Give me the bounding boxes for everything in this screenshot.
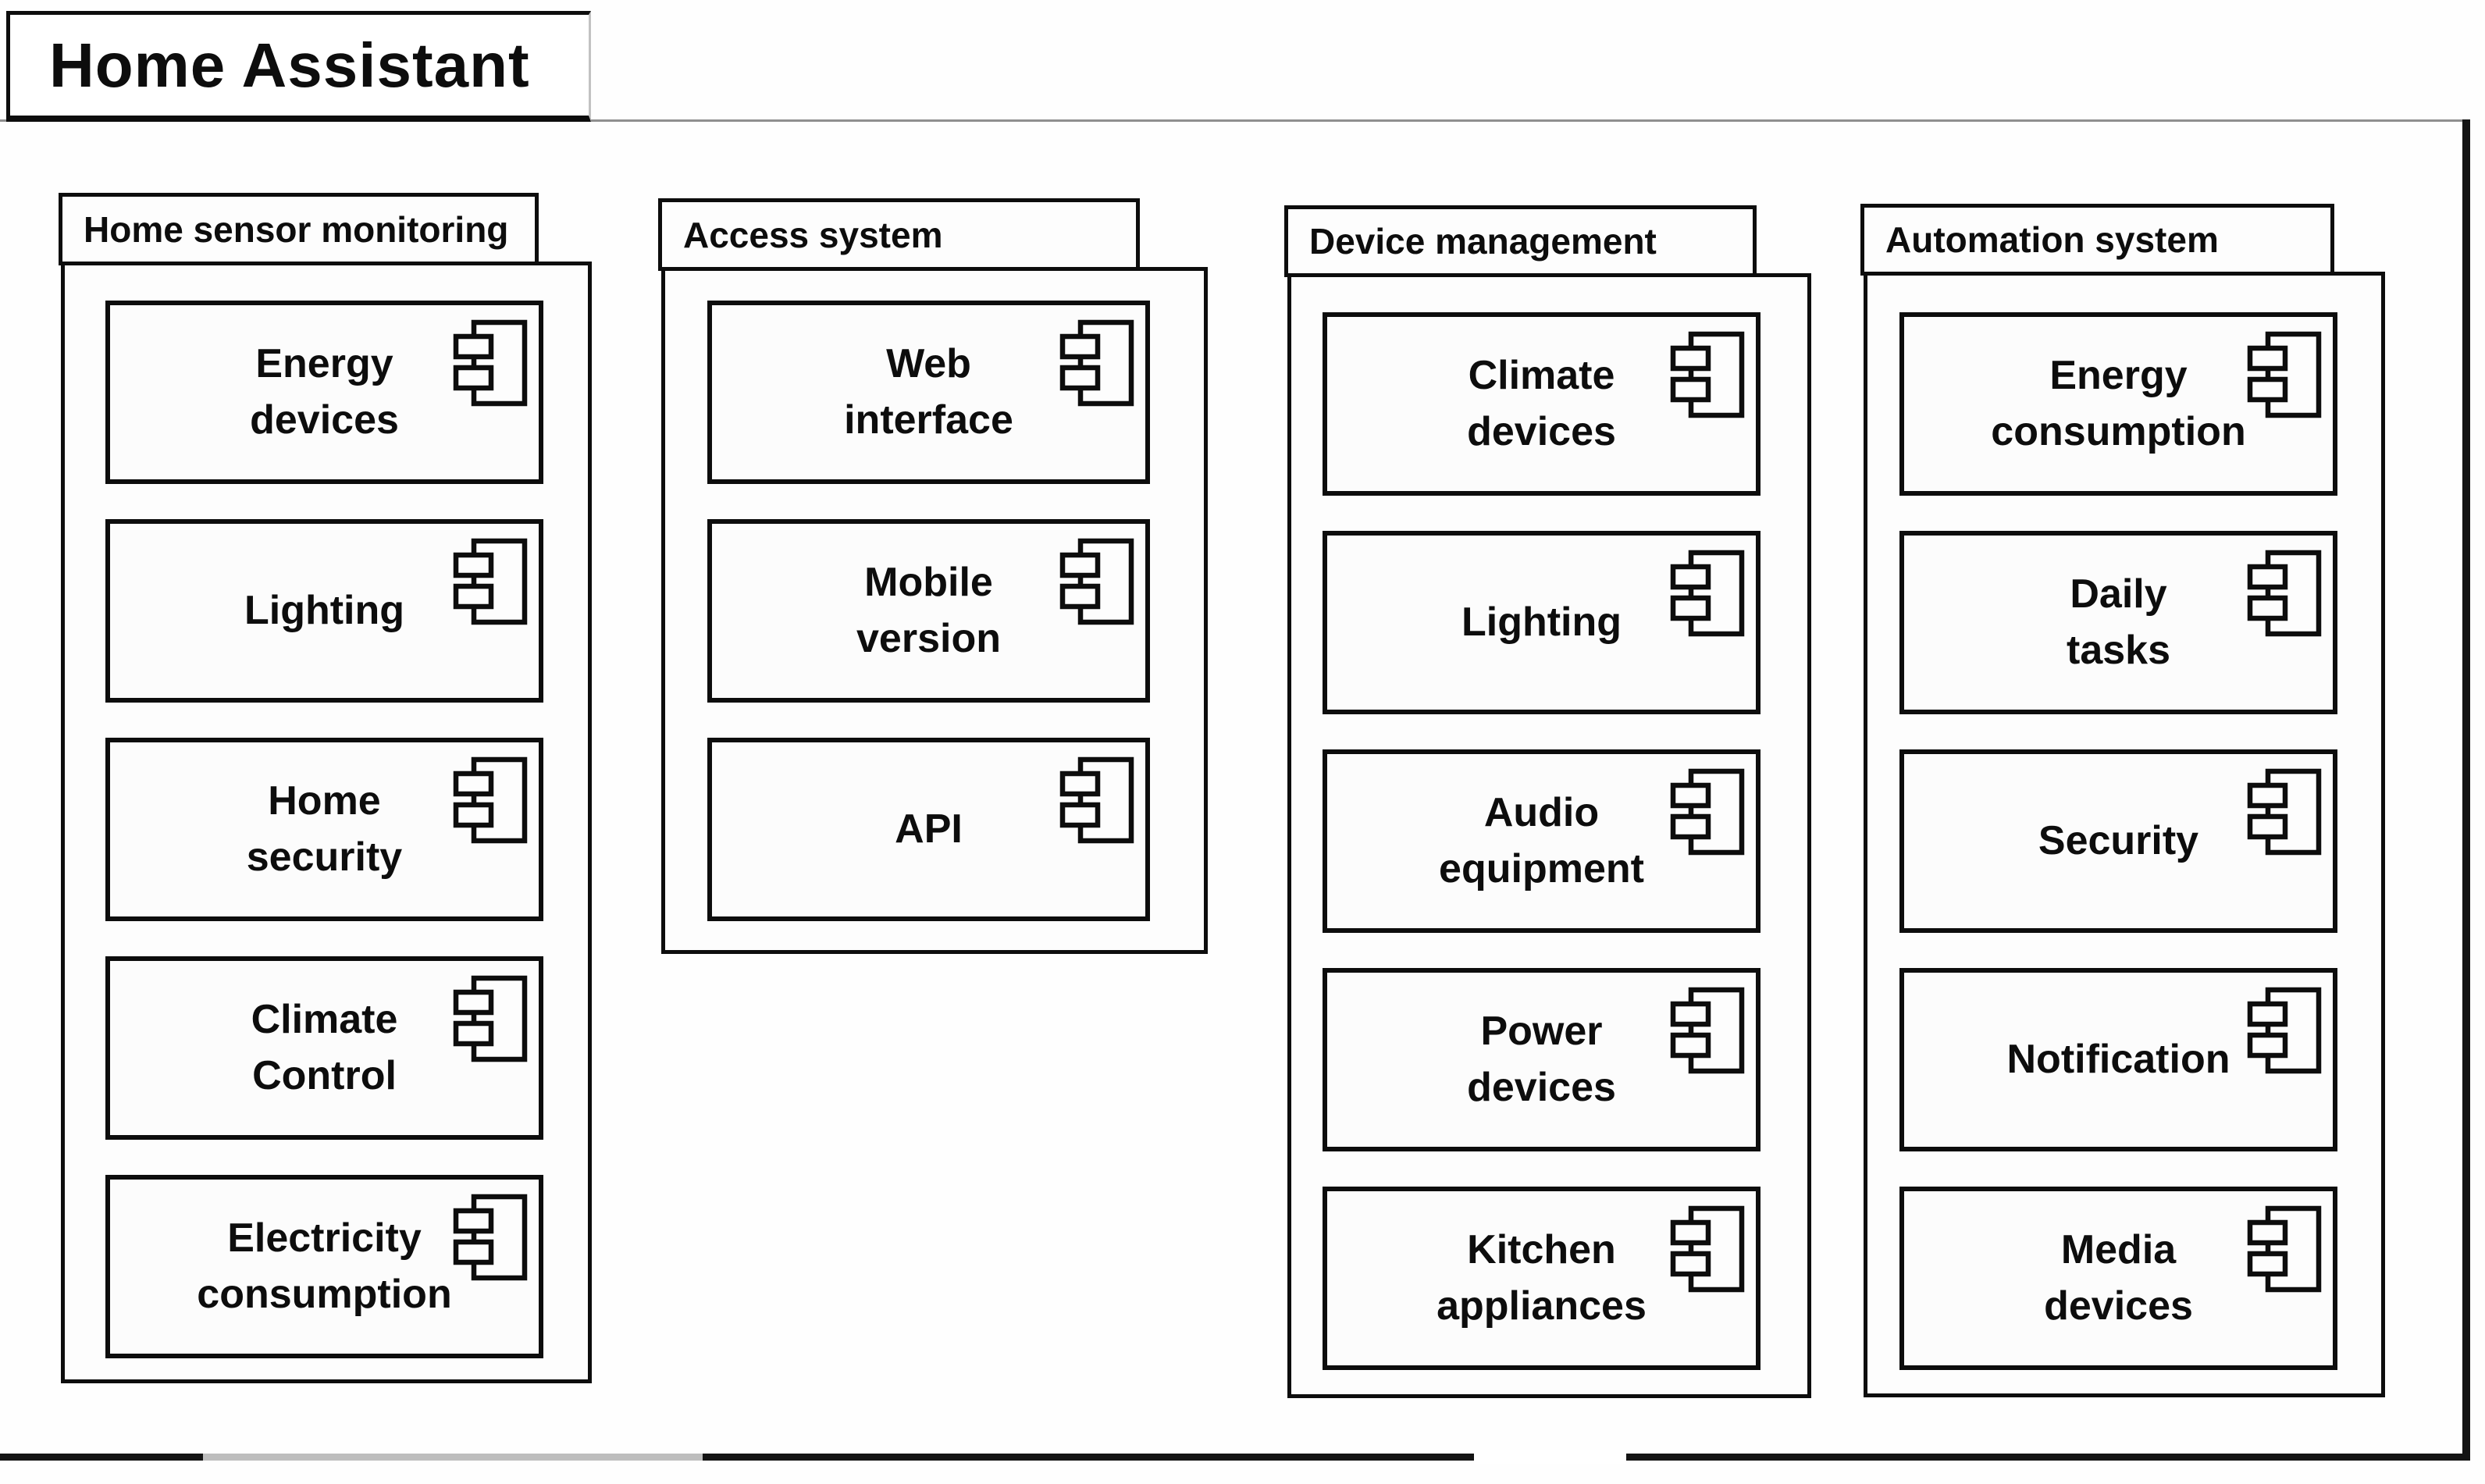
component-media-devices: Media devices (1899, 1187, 2337, 1370)
component-mobile-version: Mobile version (707, 519, 1150, 703)
uml-component-icon (1670, 987, 1745, 1074)
component-home-security: Home security (105, 738, 543, 921)
component-lighting: Lighting (1323, 531, 1761, 714)
diagram-title: Home Assistant (49, 30, 530, 100)
uml-component-icon (453, 319, 528, 407)
frame-bottom-gap (203, 1452, 703, 1462)
uml-component-icon (1670, 331, 1745, 418)
uml-component-icon (453, 1194, 528, 1281)
component-daily-tasks: Daily tasks (1899, 531, 2337, 714)
component-api: API (707, 738, 1150, 921)
component-label: Energy consumption (1991, 352, 2246, 454)
uml-component-icon (1059, 319, 1134, 407)
uml-component-icon (453, 756, 528, 844)
uml-component-icon (1059, 756, 1134, 844)
component-label: Mobile version (856, 559, 1001, 661)
uml-component-icon (1059, 538, 1134, 625)
component-label: Media devices (2044, 1226, 2193, 1329)
component-label: Security (2038, 817, 2199, 863)
package-tab-automation-system: Automation system (1860, 204, 2334, 276)
component-label: Kitchen appliances (1437, 1226, 1647, 1329)
component-audio-equipment: Audio equipment (1323, 749, 1761, 933)
uml-component-icon (1670, 768, 1745, 856)
package-name: Automation system (1885, 219, 2219, 260)
component-label: Notification (2006, 1036, 2230, 1082)
component-notification: Notification (1899, 968, 2337, 1151)
component-label: Audio equipment (1439, 789, 1644, 891)
uml-component-icon (1670, 1205, 1745, 1293)
uml-component-icon (2247, 987, 2322, 1074)
component-lighting: Lighting (105, 519, 543, 703)
uml-component-icon (2247, 768, 2322, 856)
component-label: Lighting (1461, 599, 1622, 645)
uml-component-icon (1670, 550, 1745, 637)
component-label: API (895, 806, 963, 852)
package-tab-home-sensor-monitoring: Home sensor monitoring (59, 193, 539, 265)
package-tab-access-system: Access system (658, 198, 1140, 271)
component-security: Security (1899, 749, 2337, 933)
component-energy-devices: Energy devices (105, 301, 543, 484)
component-label: Daily tasks (2067, 571, 2170, 673)
frame-bottom-gap (1474, 1450, 1626, 1464)
uml-component-icon (453, 538, 528, 625)
uml-component-icon (2247, 1205, 2322, 1293)
component-climate-control: Climate Control (105, 956, 543, 1140)
frame-top-border (0, 119, 2470, 122)
package-name: Device management (1309, 221, 1657, 262)
component-label: Climate devices (1467, 352, 1616, 454)
component-label: Climate Control (251, 996, 398, 1098)
uml-component-icon (2247, 331, 2322, 418)
diagram-title-box: Home Assistant (6, 11, 591, 122)
component-climate-devices: Climate devices (1323, 312, 1761, 496)
package-tab-device-management: Device management (1284, 205, 1757, 277)
component-label: Lighting (244, 587, 405, 633)
frame-right-border (2462, 119, 2470, 1460)
package-name: Access system (683, 214, 943, 255)
component-power-devices: Power devices (1323, 968, 1761, 1151)
package-name: Home sensor monitoring (84, 208, 509, 250)
component-energy-consumption: Energy consumption (1899, 312, 2337, 496)
uml-component-icon (2247, 550, 2322, 637)
uml-component-icon (453, 975, 528, 1062)
component-label: Web interface (844, 340, 1013, 443)
component-label: Energy devices (250, 340, 399, 443)
component-label: Home security (246, 778, 403, 880)
frame-bottom-border (0, 1454, 2470, 1461)
component-electricity-consumption: Electricity consumption (105, 1175, 543, 1358)
component-kitchen-appliances: Kitchen appliances (1323, 1187, 1761, 1370)
component-label: Power devices (1467, 1008, 1616, 1110)
component-label: Electricity consumption (197, 1215, 452, 1317)
component-web-interface: Web interface (707, 301, 1150, 484)
